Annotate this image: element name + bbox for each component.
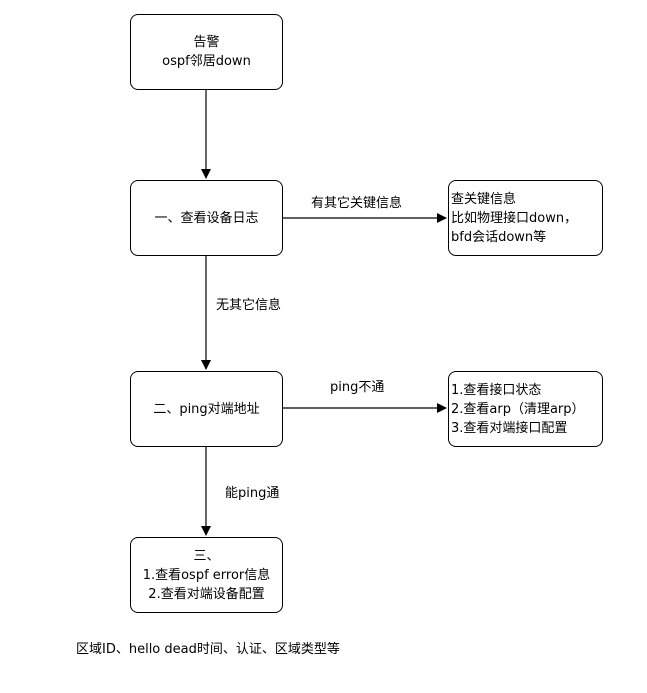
node-step3-line-2: 1.查看ospf error信息 [142, 567, 271, 583]
node-step3-line-3: 2.查看对端设备配置 [148, 586, 265, 602]
node-alarm: 告警 ospf邻居down [130, 14, 283, 90]
node-key-info-line-3: bfd会话down等 [451, 229, 547, 245]
node-step3-line-1: 三、 [193, 548, 220, 564]
node-step3: 三、 1.查看ospf error信息 2.查看对端设备配置 [130, 537, 283, 613]
edge-label-step1-to-key-info: 有其它关键信息 [311, 196, 403, 212]
node-ping-fail: 1.查看接口状态 2.查看arp（清理arp） 3.查看对端接口配置 [448, 371, 603, 447]
node-step1: 一、查看设备日志 [130, 180, 283, 256]
node-ping-fail-line-1: 1.查看接口状态 [451, 382, 542, 398]
footnote-text: 区域ID、hello dead时间、认证、区域类型等 [76, 642, 340, 657]
node-alarm-line-2: ospf邻居down [162, 54, 251, 69]
node-ping-fail-line-3: 3.查看对端接口配置 [451, 420, 568, 436]
node-step2-line-1: 二、ping对端地址 [153, 401, 260, 417]
node-ping-fail-line-2: 2.查看arp（清理arp） [451, 401, 585, 417]
node-alarm-line-1: 告警 [193, 35, 220, 50]
node-key-info-line-2: 比如物理接口down， [451, 210, 578, 226]
edge-label-step1-to-step2: 无其它信息 [216, 298, 282, 314]
node-step2: 二、ping对端地址 [130, 371, 283, 447]
edge-label-step2-to-ping-fail: ping不通 [330, 380, 385, 396]
edge-label-step2-to-step3: 能ping通 [225, 486, 280, 502]
node-key-info-line-1: 查关键信息 [451, 191, 517, 207]
node-key-info: 查关键信息 比如物理接口down， bfd会话down等 [448, 180, 603, 256]
node-step1-line-1: 一、查看设备日志 [154, 210, 259, 226]
